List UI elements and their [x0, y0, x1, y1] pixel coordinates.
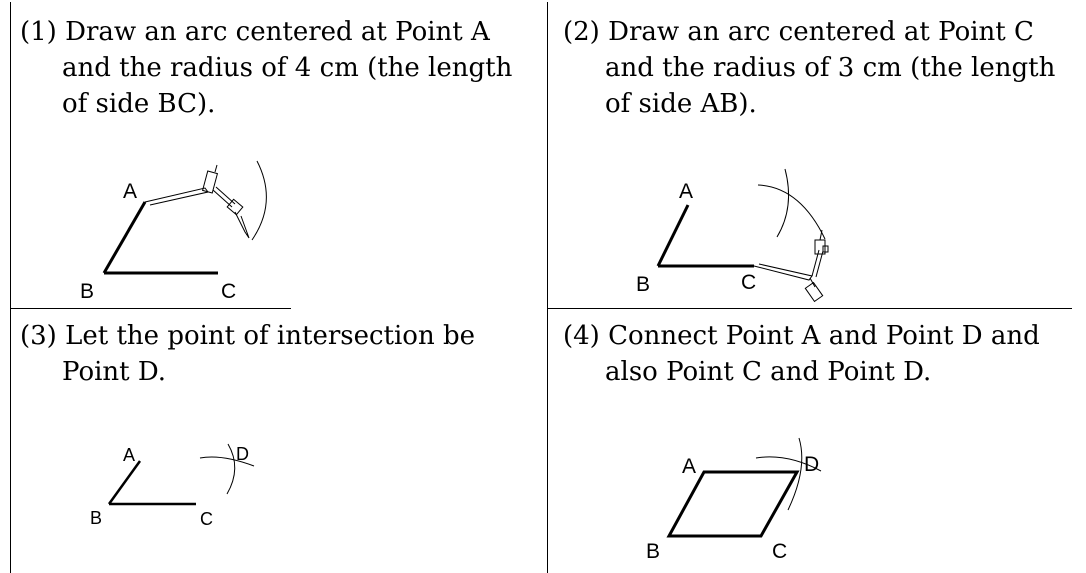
step-2-number: (2) — [563, 17, 600, 47]
step-4-figure: A B C D — [646, 437, 822, 563]
step-3-line-2: Point D. — [62, 357, 167, 387]
step-3-instruction: (3) Let the point of intersection be Poi… — [20, 318, 475, 390]
step-3-line-1: Let the point of intersection be — [65, 321, 476, 351]
label-a: A — [123, 445, 135, 465]
arc-from-c-lower — [757, 184, 826, 240]
label-c: C — [221, 280, 236, 303]
step-2-line-2: and the radius of 3 cm (the length — [605, 53, 1056, 83]
arc-from-c — [776, 168, 790, 238]
label-c: C — [200, 509, 213, 529]
step-4-line-2: also Point C and Point D. — [605, 357, 932, 387]
table-divider-horizontal-left — [10, 308, 291, 309]
step-4-number: (4) — [563, 321, 600, 351]
step-3-number: (3) — [20, 321, 57, 351]
step-2-line-1: Draw an arc centered at Point C — [608, 17, 1034, 47]
step-3-figure: A B C D — [90, 443, 255, 529]
arc-from-a — [755, 456, 822, 472]
step-1-number: (1) — [20, 17, 57, 47]
label-b: B — [90, 508, 102, 528]
step-1-line-1: Draw an arc centered at Point A — [65, 17, 490, 47]
step-3-cell: (3) Let the point of intersection be Poi… — [10, 308, 547, 573]
step-2-line-3: of side AB). — [605, 89, 757, 119]
label-a: A — [682, 455, 696, 478]
segment-ab — [107, 460, 142, 505]
step-4-line-1: Connect Point A and Point D and — [608, 321, 1040, 351]
label-b: B — [80, 280, 94, 303]
step-1-instruction: (1) Draw an arc centered at Point A and … — [20, 14, 512, 122]
label-c: C — [741, 271, 756, 294]
step-2-cell: (2) Draw an arc centered at Point C and … — [547, 2, 1072, 308]
label-d: D — [804, 453, 819, 476]
segment-ab — [102, 201, 147, 274]
parallelogram-abcd — [666, 470, 800, 538]
label-b: B — [636, 273, 650, 296]
step-2-figure: A B C — [636, 168, 829, 303]
step-1-line-2: and the radius of 4 cm (the length — [62, 53, 513, 83]
table-divider-vertical — [547, 2, 548, 573]
segment-ab — [656, 204, 690, 267]
steps-table: (1) Draw an arc centered at Point A and … — [10, 2, 1086, 573]
label-c: C — [772, 540, 787, 563]
table-divider-horizontal-right — [547, 308, 1072, 309]
step-2-instruction: (2) Draw an arc centered at Point C and … — [563, 14, 1055, 122]
label-b: B — [646, 540, 660, 563]
step-1-cell: (1) Draw an arc centered at Point A and … — [10, 2, 547, 308]
arc-from-a — [251, 160, 267, 241]
compass-icon — [753, 229, 829, 303]
step-4-instruction: (4) Connect Point A and Point D and also… — [563, 318, 1040, 390]
step-1-figure: A B C — [80, 160, 267, 303]
arc-from-a — [199, 456, 255, 467]
label-a: A — [123, 180, 137, 203]
arc-from-c — [787, 437, 803, 511]
arc-from-c — [226, 443, 236, 495]
step-4-cell: (4) Connect Point A and Point D and also… — [547, 308, 1072, 573]
label-d: D — [236, 444, 249, 464]
compass-icon — [144, 164, 250, 239]
label-a: A — [679, 180, 693, 203]
step-1-line-3: of side BC). — [62, 89, 216, 119]
table-border-left — [10, 2, 11, 573]
